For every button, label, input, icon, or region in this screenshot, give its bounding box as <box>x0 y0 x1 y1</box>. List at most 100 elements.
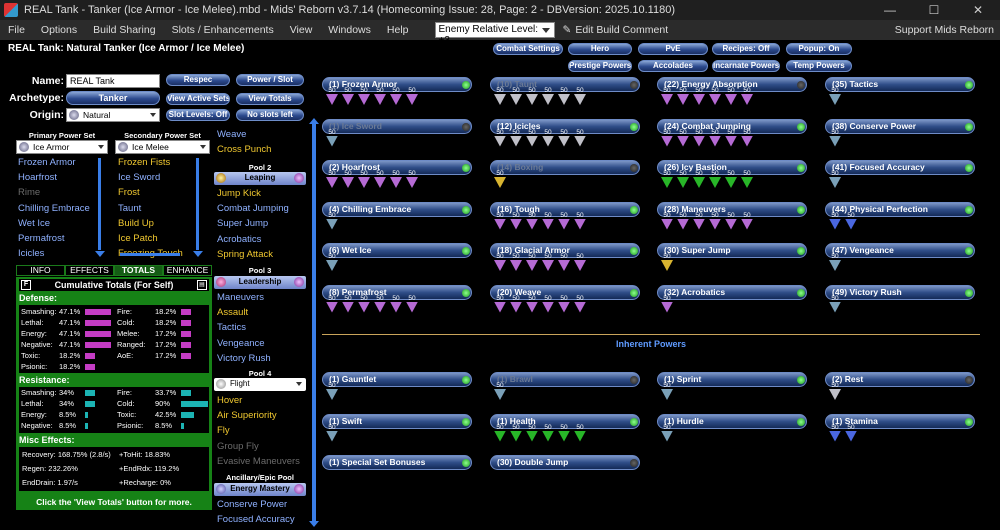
pool2-power-2[interactable]: Super Jump <box>217 218 269 230</box>
enhancement-slot[interactable]: 50 <box>573 212 587 231</box>
enhancement-slot[interactable]: 50 <box>660 87 674 106</box>
epic-pool-select[interactable]: Energy Mastery <box>214 483 306 496</box>
tab-enhance[interactable]: ENHANCE <box>163 265 212 276</box>
enhancement-slot[interactable]: 50 <box>557 295 571 314</box>
enhancement-slot[interactable]: 50 <box>405 170 419 189</box>
power-toggle-icon[interactable] <box>965 81 973 89</box>
power-toggle-icon[interactable] <box>630 288 638 297</box>
enhancement-slot[interactable]: 50 <box>828 170 842 189</box>
enhancement-slot[interactable]: 50 <box>373 295 387 314</box>
incarnate-powers-button[interactable]: Incarnate Powers <box>712 60 780 72</box>
build-scroll-track[interactable] <box>312 122 316 522</box>
enhancement-slot[interactable]: 50 <box>493 212 507 231</box>
enhancement-slot[interactable]: 50 <box>708 170 722 189</box>
enhancement-slot[interactable]: 50 <box>541 87 555 106</box>
enhancement-slot[interactable]: 50 <box>692 212 706 231</box>
pool3-power-0[interactable]: Maneuvers <box>217 292 264 303</box>
enhancement-slot[interactable]: 50 <box>724 170 738 189</box>
enhancement-slot[interactable]: 50 <box>325 253 339 272</box>
enhancement-slot[interactable]: 50 <box>557 87 571 106</box>
enhancement-slot[interactable]: 50 <box>525 87 539 106</box>
power-toggle-icon[interactable] <box>462 247 470 255</box>
enhancement-slot[interactable]: 50 <box>525 253 539 272</box>
enhancement-slot[interactable]: 50 <box>573 253 587 272</box>
enhancement-slot[interactable]: 50 <box>708 129 722 148</box>
enhancement-slot[interactable]: 50 <box>341 170 355 189</box>
power-toggle-icon[interactable] <box>797 81 805 89</box>
secondary-hscroll[interactable] <box>120 253 180 256</box>
enhancement-slot[interactable]: 50 <box>740 212 754 231</box>
enhancement-slot[interactable]: 50 <box>325 170 339 189</box>
secondary-power-0[interactable]: Frozen Fists <box>118 157 171 168</box>
enhancement-slot[interactable]: 50 <box>493 170 507 189</box>
enhancement-slot[interactable]: 50 <box>740 170 754 189</box>
enhancement-slot[interactable]: 50 <box>493 253 507 272</box>
power-toggle-icon[interactable] <box>462 164 470 172</box>
pool4-power-4[interactable]: Evasive Maneuvers <box>217 455 300 467</box>
enhancement-slot[interactable]: 50 <box>389 295 403 314</box>
power-toggle-icon[interactable] <box>462 205 470 214</box>
tab-effects[interactable]: EFFECTS <box>65 265 114 276</box>
power-toggle-icon[interactable] <box>462 417 470 426</box>
primary-power-5[interactable]: Permafrost <box>18 233 65 245</box>
enhancement-slot[interactable]: 50 <box>844 212 858 231</box>
view-totals-button[interactable]: View Totals <box>236 93 304 105</box>
enhancement-slot[interactable]: 50 <box>660 129 674 148</box>
enhancement-slot[interactable]: 50 <box>828 382 842 401</box>
enhancement-slot[interactable]: 50 <box>828 253 842 272</box>
float-toggle[interactable]: F <box>21 280 31 290</box>
enhancement-slot[interactable]: 50 <box>541 129 555 148</box>
enhancement-slot[interactable]: 50 <box>509 212 523 231</box>
enhancement-slot[interactable]: 50 <box>573 87 587 106</box>
pool1-power-0[interactable]: Weave <box>217 129 247 140</box>
power-toggle-icon[interactable] <box>462 122 470 131</box>
pool2-select[interactable]: Leaping <box>214 172 306 185</box>
enhancement-slot[interactable]: 50 <box>357 87 371 106</box>
power-toggle-icon[interactable] <box>630 205 638 214</box>
enhancement-slot[interactable]: 50 <box>660 382 674 401</box>
enhancement-slot[interactable]: 50 <box>557 129 571 148</box>
enhancement-slot[interactable]: 50 <box>692 129 706 148</box>
enhancement-slot[interactable]: 50 <box>557 212 571 231</box>
enhancement-slot[interactable]: 50 <box>325 129 339 148</box>
view-active-sets-button[interactable]: View Active Sets <box>166 93 230 105</box>
power-toggle-icon[interactable] <box>462 459 470 467</box>
power-toggle-icon[interactable] <box>797 288 805 297</box>
enhancement-slot[interactable]: 50 <box>341 87 355 106</box>
primary-scroll-down-icon[interactable] <box>95 251 105 257</box>
origin-select[interactable]: Natural <box>66 108 160 122</box>
enhancement-slot[interactable]: 50 <box>828 87 842 106</box>
menu-help[interactable]: Help <box>386 24 409 36</box>
epic-options-icon[interactable] <box>294 484 304 494</box>
power-toggle-icon[interactable] <box>462 376 470 384</box>
no-slots-left-button[interactable]: No slots left <box>236 109 304 121</box>
popup-button[interactable]: Popup: On <box>786 43 852 55</box>
enhancement-slot[interactable]: 50 <box>405 295 419 314</box>
pool3-power-1[interactable]: Assault <box>217 307 249 319</box>
enhancement-slot[interactable]: 50 <box>660 170 674 189</box>
secondary-scroll-track[interactable] <box>196 158 199 250</box>
power-toggle-icon[interactable] <box>630 247 638 255</box>
hero-button[interactable]: Hero <box>568 43 632 55</box>
power-toggle-icon[interactable] <box>630 376 638 384</box>
enhancement-slot[interactable]: 50 <box>828 212 842 231</box>
primary-power-6[interactable]: Icicles <box>18 248 45 260</box>
power-toggle-icon[interactable] <box>965 247 973 255</box>
build-scroll-down-icon[interactable] <box>309 521 319 527</box>
respec-button[interactable]: Respec <box>166 74 230 86</box>
enhancement-slot[interactable]: 50 <box>692 87 706 106</box>
